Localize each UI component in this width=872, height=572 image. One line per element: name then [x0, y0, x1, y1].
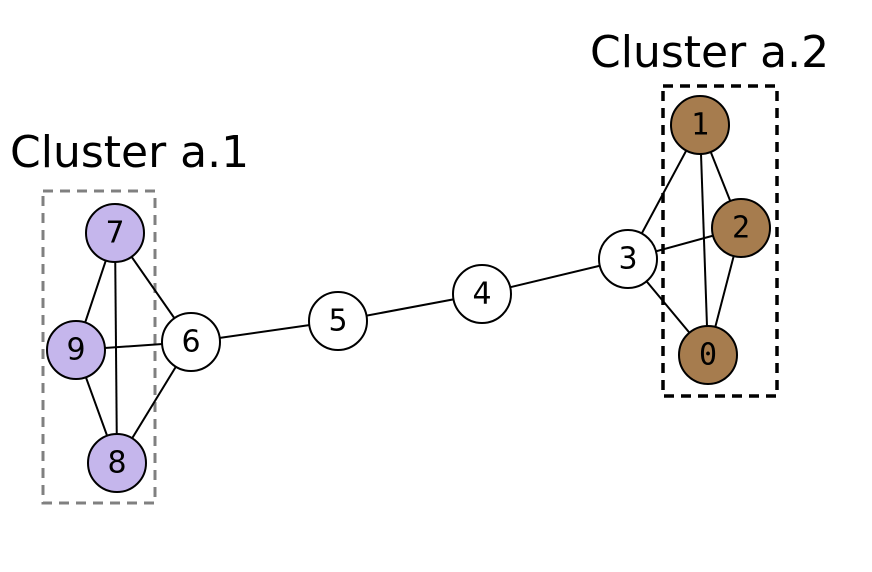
nodes-layer: 0 1 2 3 4 5 6 7 8 9 [46, 95, 771, 493]
node-9-label: 9 [66, 333, 85, 368]
node-5-circle [308, 291, 368, 351]
node-0-circle [678, 325, 738, 385]
node-4-label: 4 [472, 277, 491, 312]
node-2-circle [711, 198, 771, 258]
node-3: 3 [598, 229, 658, 289]
node-6-label: 6 [181, 325, 200, 360]
node-3-label: 3 [618, 242, 637, 277]
node-0: 0 [678, 325, 738, 385]
node-6: 6 [161, 312, 221, 372]
node-7-circle [85, 203, 145, 263]
node-9-circle [46, 320, 106, 380]
node-3-circle [598, 229, 658, 289]
node-9: 9 [46, 320, 106, 380]
cluster-a2-box [661, 84, 779, 398]
edge-1-0 [699, 124, 709, 356]
node-4: 4 [452, 264, 512, 324]
node-2: 2 [711, 198, 771, 258]
node-8-circle [87, 433, 147, 493]
node-1-label: 1 [691, 108, 709, 143]
node-8-label: 8 [107, 446, 126, 481]
node-1-circle [670, 95, 730, 155]
node-7: 7 [85, 203, 145, 263]
node-6-circle [161, 312, 221, 372]
node-4-circle [452, 264, 512, 324]
cluster-a1-box [41, 189, 157, 505]
node-7-label: 7 [105, 216, 124, 251]
node-8: 8 [87, 433, 147, 493]
node-5-label: 5 [328, 304, 347, 339]
cluster-a1-title: Cluster a.1 [10, 127, 249, 178]
node-1: 1 [670, 95, 730, 155]
node-5: 5 [308, 291, 368, 351]
node-0-label: 0 [699, 338, 717, 373]
node-2-label: 2 [732, 211, 750, 246]
cluster-a2-title: Cluster a.2 [590, 27, 829, 78]
